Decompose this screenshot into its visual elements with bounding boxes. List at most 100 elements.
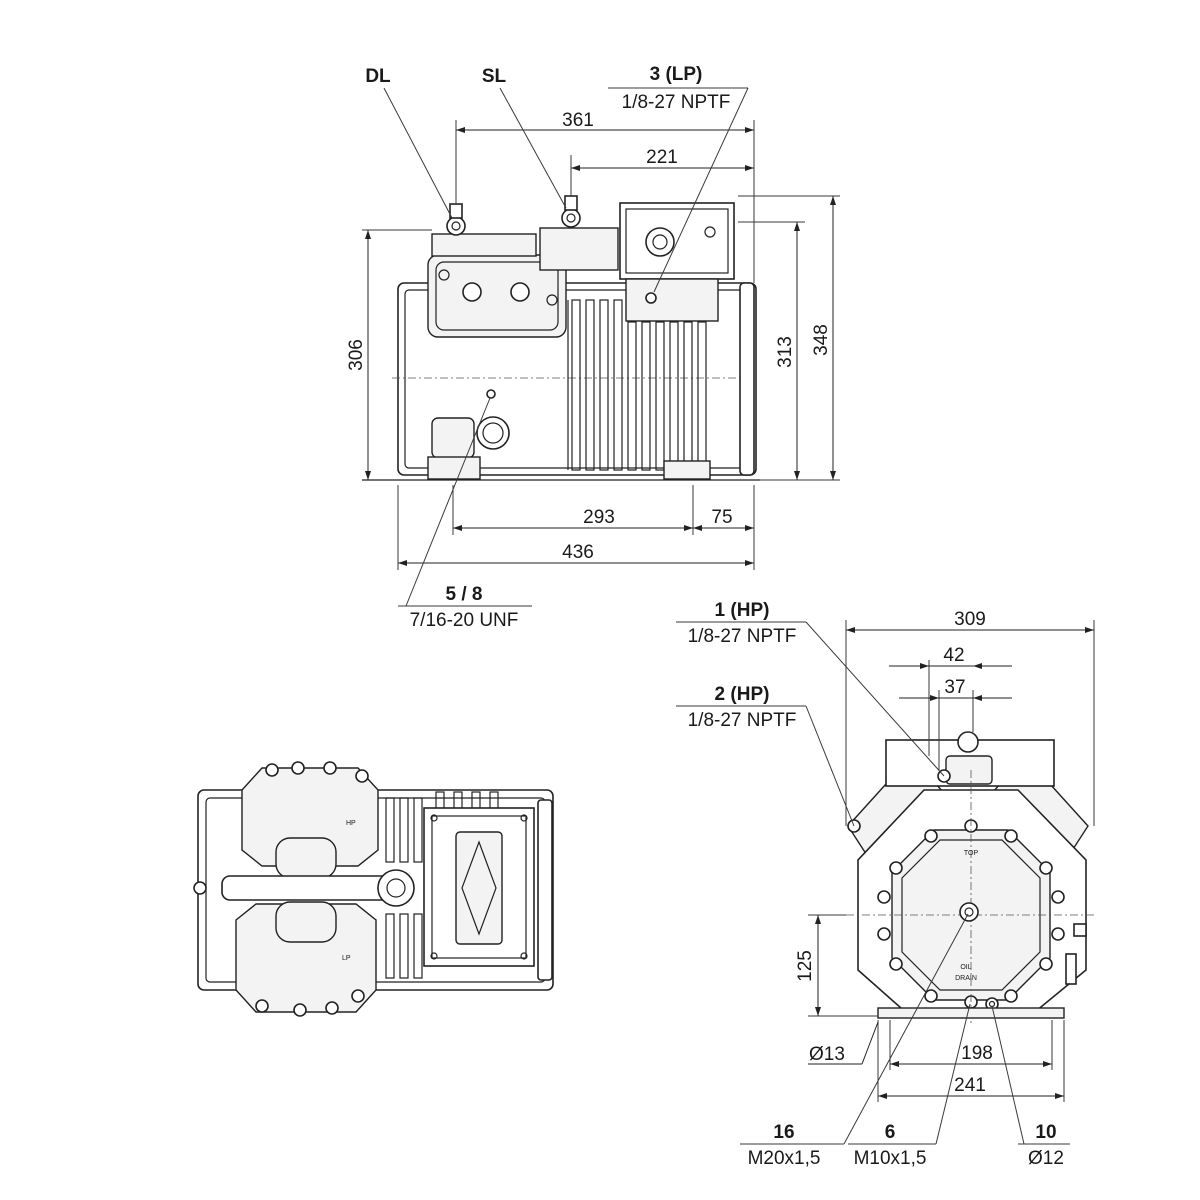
earth-screw-icon (704, 226, 716, 238)
top-lp-plate: LP (342, 955, 351, 962)
hp2-number: 2 (HP) (715, 684, 770, 705)
head-bolt-icon (546, 294, 558, 306)
dim-306-text: 306 (346, 339, 367, 371)
drain-marking: DRAIN (955, 975, 977, 982)
oil58-number: 5 / 8 (446, 584, 483, 605)
top-suction-port-bore-icon (386, 878, 406, 898)
end-shaft-plug-icon (959, 902, 979, 922)
sl-service-port-icon (561, 208, 581, 228)
end-feet (877, 1007, 1065, 1019)
top-suction-port-icon (377, 869, 415, 907)
end-shaft-plug-bore-icon (964, 907, 974, 917)
head-bolt-icon (325, 1001, 339, 1015)
side-bracket (1065, 953, 1077, 985)
cylinder-head-inner (435, 261, 559, 331)
head-bolt-icon (291, 761, 305, 775)
foot-left (427, 456, 481, 480)
dim-309-text: 309 (954, 609, 986, 630)
screw-icon (520, 814, 528, 822)
dim-37-text: 37 (944, 677, 965, 698)
dl-service-port-icon (446, 216, 466, 236)
top-oil-pump-icon (193, 881, 207, 895)
p16-thread: M20x1,5 (748, 1148, 821, 1169)
logo-emblem-icon (461, 840, 497, 936)
head-bolt-icon (351, 989, 365, 1003)
side-plug (1073, 923, 1087, 937)
screw-icon (430, 952, 438, 960)
head-bolt-icon (355, 769, 369, 783)
dl-label: DL (365, 66, 391, 87)
side-view: DL SL 3 (LP) 1/8-27 NPTF 361 221 306 313… (346, 64, 840, 631)
hp1-thread: 1/8-27 NPTF (688, 626, 797, 647)
oil-port-icon (486, 389, 496, 399)
p16-leader (843, 913, 969, 1145)
p10-leader (991, 1005, 1025, 1145)
dim-125-text: 125 (795, 950, 816, 982)
top-marking: TOP (964, 850, 979, 857)
terminal-box-base (625, 278, 719, 322)
top-view: HP LP (193, 761, 554, 1017)
oil58-leader (405, 397, 491, 607)
hp1-leader (805, 621, 945, 777)
p10-thread: Ø12 (1028, 1148, 1064, 1169)
dim-221-text: 221 (646, 147, 678, 168)
oil-marking: OIL (960, 964, 971, 971)
lp3-leader (653, 87, 749, 293)
motor-end-cover (739, 282, 755, 476)
dim-241-text: 241 (954, 1075, 986, 1096)
p10-number: 10 (1035, 1122, 1056, 1143)
foot-right (663, 460, 711, 480)
hp1-number: 1 (HP) (715, 600, 770, 621)
lp3-thread: 1/8-27 NPTF (622, 92, 731, 113)
dim-198-text: 198 (961, 1043, 993, 1064)
dim-436-text: 436 (562, 542, 594, 563)
end-service-port-icon (957, 731, 979, 753)
manifold-bar (221, 875, 395, 901)
dim-42-text: 42 (943, 645, 964, 666)
dim-75-text: 75 (711, 507, 732, 528)
p6-leader (935, 1003, 971, 1145)
lp3-number: 3 (LP) (650, 64, 703, 85)
dim-293-text: 293 (583, 507, 615, 528)
oil-sight-glass-icon (476, 416, 510, 450)
sl-valve-stem (564, 195, 578, 211)
dim-13-text: Ø13 (809, 1044, 845, 1065)
dl-valve-stem (449, 203, 463, 219)
suction-valve-block (539, 227, 619, 271)
head-bolt-icon (265, 763, 279, 777)
discharge-valve-block (431, 233, 537, 257)
head-bolt-icon (323, 761, 337, 775)
dl-leader (383, 87, 453, 219)
head-bolt-icon (438, 269, 450, 281)
hp2-thread: 1/8-27 NPTF (688, 710, 797, 731)
dim-13-leader (861, 1021, 879, 1065)
sl-label: SL (482, 66, 507, 87)
dim-348-text: 348 (811, 324, 832, 356)
screw-icon (430, 814, 438, 822)
logo-plate (455, 831, 503, 945)
oil58-thread: 7/16-20 UNF (410, 610, 519, 631)
top-end-cover (537, 799, 553, 981)
p16-number: 16 (773, 1122, 794, 1143)
screw-icon (520, 952, 528, 960)
oil-sight-glass-inner-icon (482, 422, 504, 444)
end-valve-body (945, 755, 993, 785)
cable-gland-icon (645, 227, 675, 257)
p6-thread: M10x1,5 (854, 1148, 927, 1169)
top-hp-plate: HP (346, 820, 356, 827)
dl-port-bore-icon (451, 221, 461, 231)
end-cover-plate-inner (901, 839, 1041, 991)
head-bolt-icon (510, 282, 530, 302)
dim-361-text: 361 (562, 110, 594, 131)
p6-number: 6 (885, 1122, 896, 1143)
sl-leader (499, 87, 567, 209)
end-view: TOP OIL DRAIN (676, 600, 1096, 1169)
cable-gland-inner-icon (652, 234, 668, 250)
terminal-box-cover (625, 208, 729, 274)
top-terminal-box-cover (431, 815, 527, 959)
top-valve-cap-upper (275, 837, 337, 879)
head-bolt-icon (293, 1003, 307, 1017)
sl-port-bore-icon (566, 213, 576, 223)
